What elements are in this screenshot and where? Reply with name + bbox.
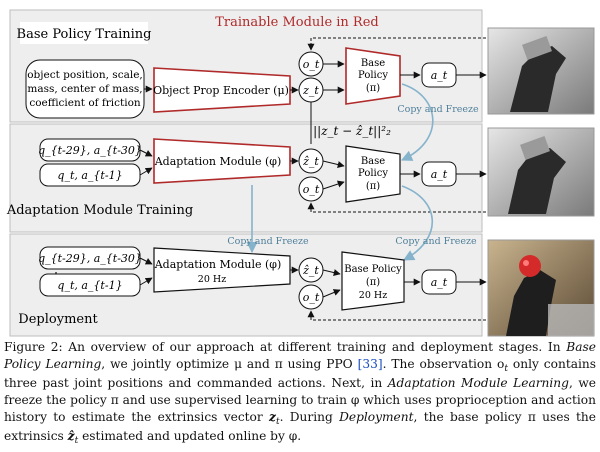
extrinsics-estimate-label-3: ẑ_t — [302, 264, 319, 277]
caption-fig-label: Figure 2: — [4, 340, 63, 354]
policy-2-symbol: (π) — [366, 181, 380, 192]
caption-math: z — [269, 410, 276, 424]
caption-text: An overview of our approach at different… — [62, 340, 567, 354]
history-bottom-label-3: q_t, a_{t-1} — [57, 279, 122, 292]
env-params-line-1: object position, scale, — [27, 69, 143, 81]
caption-emph: Adaptation Module Learning — [387, 376, 569, 390]
caption-text: only contains three past joint positions… — [4, 357, 596, 390]
caption-emph: Base Policy Learning — [4, 340, 596, 371]
caption-text: , the base policy π uses the extrinsics — [4, 410, 596, 443]
approach-diagram: Base Policy Training Adaptation Module T… — [6, 9, 595, 337]
caption-citation-link[interactable]: [33] — [357, 357, 383, 371]
policy-1-line2: Policy — [358, 70, 388, 81]
adaptation-module-trainable — [153, 138, 291, 184]
copy-freeze-label-2: Copy and Freeze — [227, 236, 309, 247]
caption-text: , we freeze the policy π and use supervi… — [4, 376, 596, 424]
policy-3-rate: 20 Hz — [359, 290, 387, 301]
base-policy-1 — [345, 47, 401, 105]
copy-freeze-arrow-3 — [401, 185, 434, 261]
simulation-image-1 — [487, 27, 595, 115]
caption-text: . The observation o — [382, 357, 505, 371]
action-label-2: a_t — [431, 168, 448, 181]
history-top-label-2: q_{t-29}, a_{t-30} — [38, 144, 142, 157]
panel-title-deployment: Deployment — [18, 312, 98, 327]
loss-label: ||z_t − ẑ_t||²₂ — [313, 124, 391, 138]
base-policy-2 — [345, 145, 401, 203]
extrinsics-estimate-label-2: ẑ_t — [302, 155, 319, 168]
observation-label-1: o_t — [303, 58, 320, 71]
action-label-3: a_t — [431, 276, 448, 289]
caption-text: estimated and updated online by φ. — [78, 429, 302, 443]
caption-emph: Deployment — [339, 410, 414, 424]
encoder-label: Object Prop Encoder (μ) — [153, 84, 289, 97]
policy-1-line1: Base — [361, 58, 385, 69]
adaptation-label-2: Adaptation Module (φ) — [154, 155, 282, 168]
adaptation-rate: 20 Hz — [198, 274, 226, 285]
caption-math: ẑ — [67, 429, 75, 443]
adaptation-module-frozen — [153, 247, 291, 293]
history-top-label-3: q_{t-29}, a_{t-30} — [38, 252, 142, 265]
policy-3-symbol: (π) — [366, 277, 380, 288]
figure-caption: Figure 2: An overview of our approach at… — [4, 340, 596, 446]
real-robot-photo — [487, 239, 595, 337]
base-policy-3 — [341, 251, 405, 311]
caption-text: , we jointly optimize μ and π using PPO — [101, 357, 358, 371]
observation-label-2: o_t — [303, 183, 320, 196]
copy-freeze-label-3: Copy and Freeze — [395, 236, 477, 247]
panel-title-adaptation: Adaptation Module Training — [6, 203, 193, 218]
simulation-image-2 — [487, 127, 595, 217]
adaptation-label-3: Adaptation Module (φ) — [154, 258, 282, 271]
policy-2-line1: Base — [361, 156, 385, 167]
observation-label-3: o_t — [303, 291, 320, 304]
extrinsics-label: z_t — [302, 84, 319, 97]
copy-freeze-arrow-1 — [400, 83, 434, 161]
object-prop-encoder — [153, 67, 291, 113]
policy-1-symbol: (π) — [366, 83, 380, 94]
policy-3-inline: Base Policy — [344, 264, 402, 275]
panel-title-base: Base Policy Training — [17, 27, 152, 42]
caption-text: . During — [279, 410, 340, 424]
history-bottom-label-2: q_t, a_{t-1} — [57, 169, 122, 182]
env-params-line-3: coefficient of friction — [29, 97, 141, 109]
copy-freeze-label-1: Copy and Freeze — [397, 104, 479, 115]
env-params-line-2: mass, center of mass, — [27, 83, 142, 95]
trainable-module-note: Trainable Module in Red — [215, 15, 379, 30]
policy-2-line2: Policy — [358, 168, 388, 179]
panel-title-box — [20, 22, 148, 44]
action-label-1: a_t — [431, 69, 448, 82]
